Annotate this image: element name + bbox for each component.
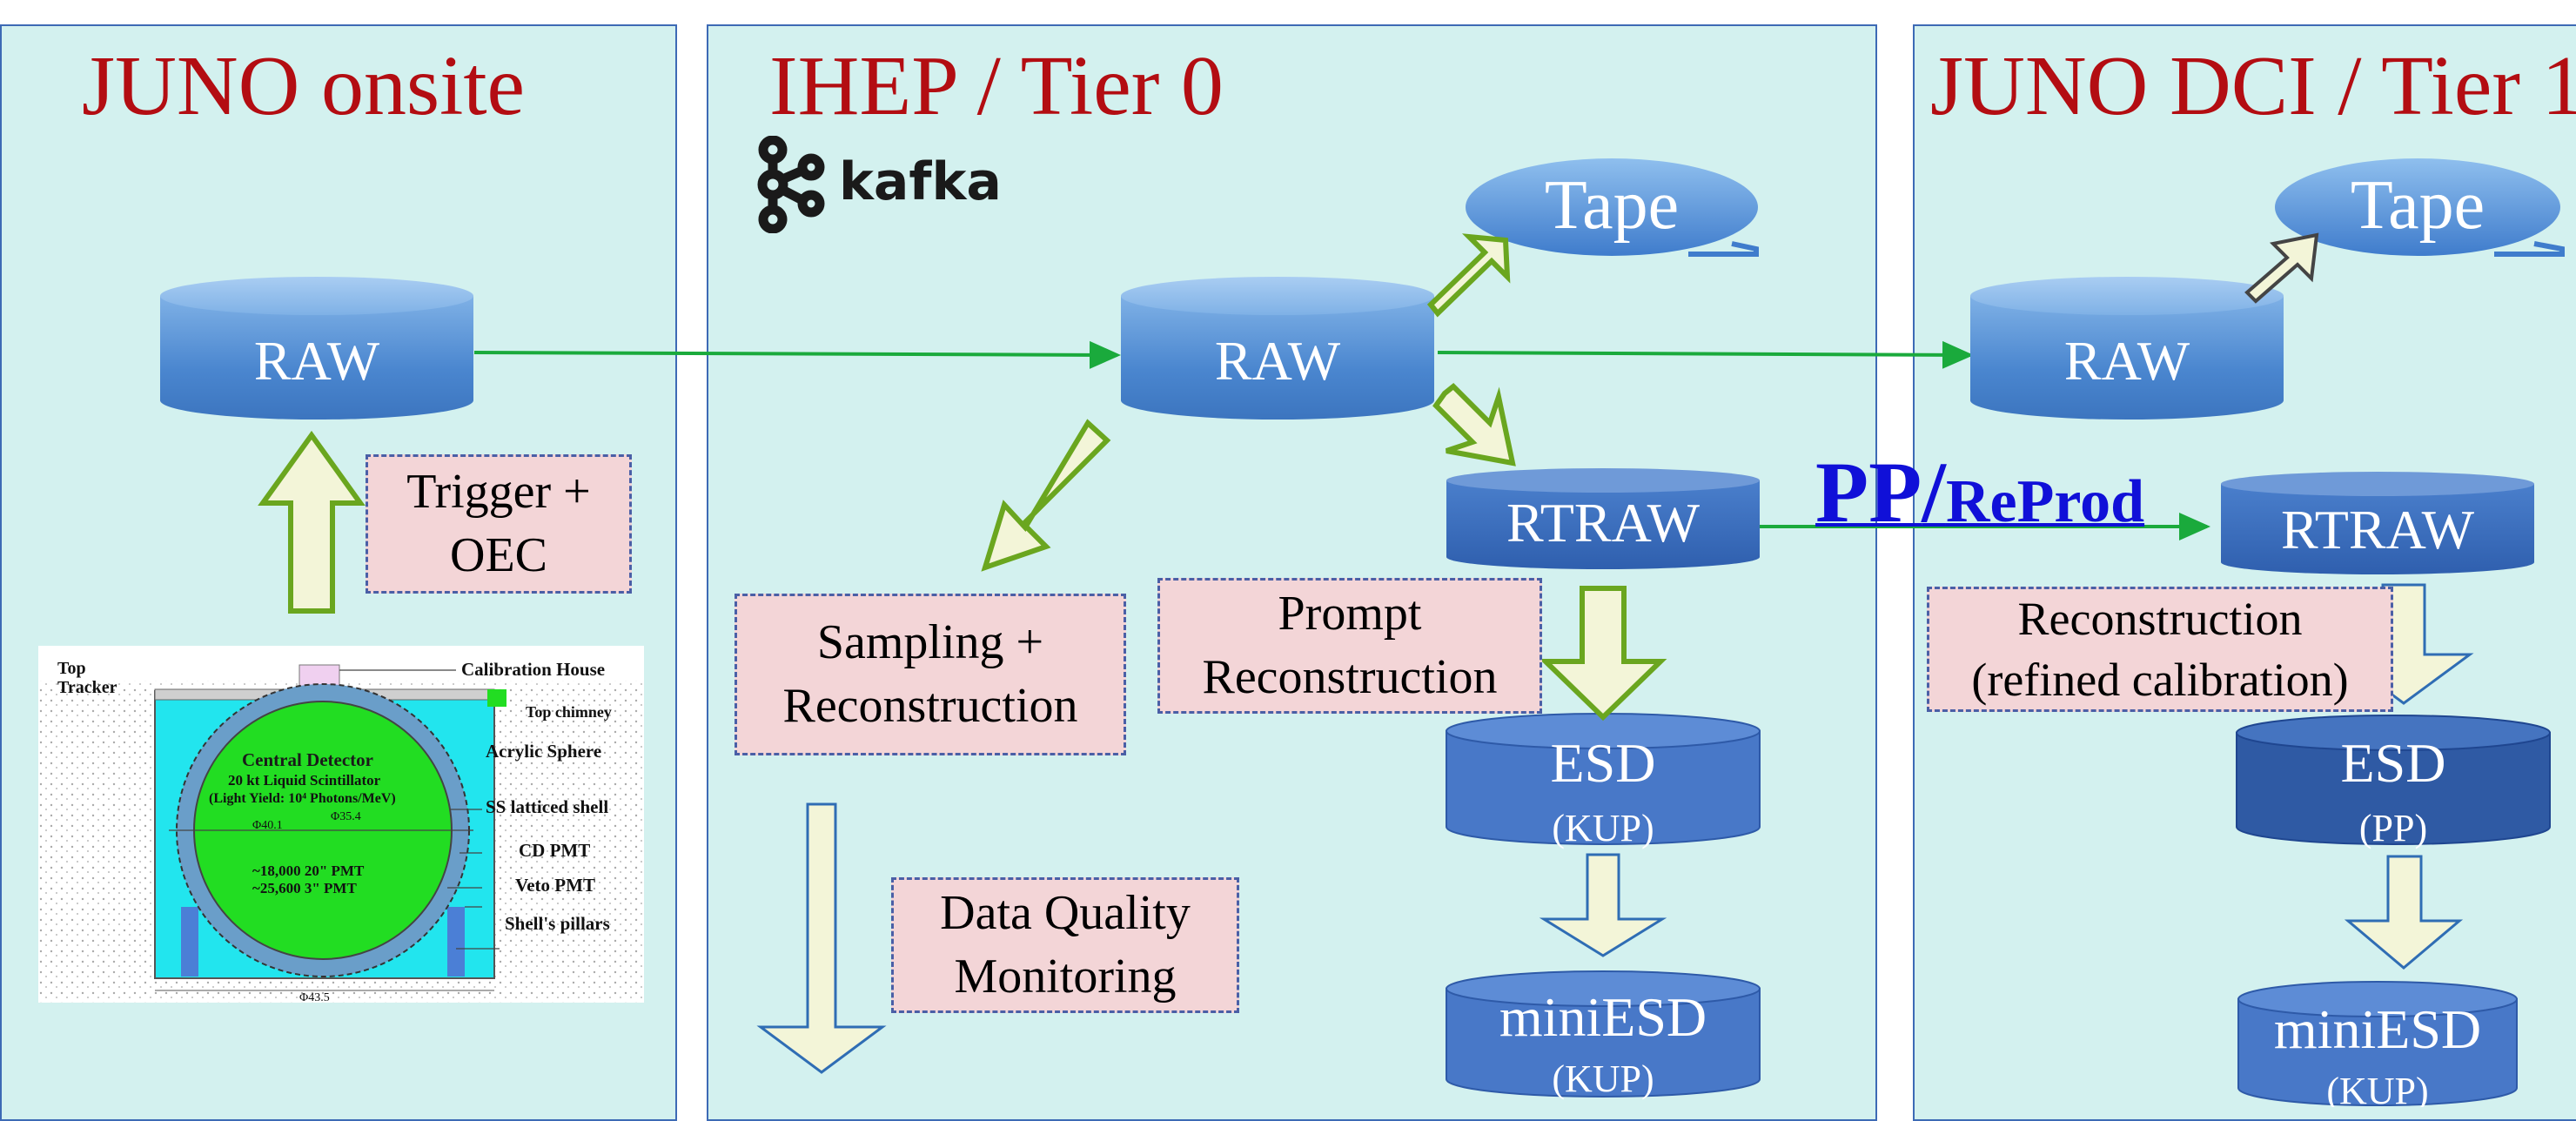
detector-ss-shell-label: SS latticed shell: [486, 796, 608, 817]
raw-cylinder-dci: [1970, 277, 2284, 420]
arrow-to-tape-dci: [2244, 232, 2319, 304]
rtraw-cylinder-dci: [2221, 472, 2534, 574]
tape-dci: [2275, 158, 2565, 257]
arrow-to-tape-ihep: [1426, 233, 1511, 318]
pp-reprod-label: PP/ReProd: [1815, 442, 2144, 542]
pp-text: PP: [1815, 444, 1922, 540]
rtraw-cylinder-ihep: [1446, 468, 1760, 569]
kafka-logo-text: kafka: [839, 151, 1002, 212]
rtraw-label-ihep: RTRAW: [1506, 492, 1701, 554]
detector-cd-pmt-label: CD PMT: [519, 840, 590, 861]
arrow-down-prompt: [1539, 586, 1667, 722]
pp-sep: /: [1922, 444, 1946, 540]
esd-sub-dci: (PP): [2359, 807, 2427, 849]
arrow-to-rtraw-ihep: [1432, 382, 1516, 467]
tape-label-dci: Tape: [2351, 167, 2485, 244]
refined-calibration-note: Reconstruction (refined calibration): [1927, 587, 2393, 712]
detector-acrylic-sphere-label: Acrylic Sphere: [486, 741, 601, 762]
miniesd-label-ihep: miniESD: [1499, 986, 1707, 1048]
detector-top-chimney-label: Top chimney: [526, 703, 612, 721]
miniesd-cylinder-ihep: [1446, 970, 1761, 1098]
miniesd-sub-dci: (KUP): [2326, 1070, 2428, 1107]
detector-light-yield-label: (Light Yield: 10⁴ Photons/MeV): [209, 791, 396, 806]
esd-cylinder-dci: [2236, 715, 2551, 845]
reprod-text: ReProd: [1945, 468, 2145, 535]
detector-pmt3-label: ~25,600 3" PMT: [252, 880, 357, 896]
tape-ihep: [1466, 158, 1759, 257]
juno-onsite-title: JUNO onsite: [82, 39, 526, 133]
miniesd-label-dci: miniESD: [2274, 998, 2481, 1060]
ihep-tier0-title: IHEP / Tier 0: [769, 39, 1224, 133]
juno-dci-title: JUNO DCI / Tier 1: [1930, 39, 2576, 133]
data-quality-monitoring-note: Data Quality Monitoring: [891, 877, 1239, 1013]
detector-pillars-label: Shell's pillars: [505, 913, 610, 934]
raw-cylinder-ihep: [1121, 277, 1434, 420]
detector-ls-label: 20 kt Liquid Scintillator: [228, 772, 381, 789]
detector-dim-inner-label: Φ40.1: [252, 819, 283, 832]
miniesd-cylinder-dci: [2237, 981, 2518, 1106]
esd-cylinder-ihep: [1446, 713, 1761, 845]
kafka-logo: kafka: [754, 135, 1002, 238]
detector-calibration-house-label: Calibration House: [461, 659, 605, 680]
arrow-down-dqm: [756, 802, 887, 1074]
rtraw-label-dci: RTRAW: [2281, 499, 2475, 560]
raw-label-onsite: RAW: [254, 330, 380, 392]
esd-sub-ihep: (KUP): [1552, 807, 1654, 849]
detector-dim-shell-label: Φ35.4: [331, 810, 361, 823]
raw-cylinder-onsite: [160, 277, 473, 420]
raw-label-dci: RAW: [2064, 330, 2190, 392]
arrow-down-miniesd-ihep: [1539, 853, 1667, 957]
trigger-oec-note: Trigger + OEC: [366, 454, 632, 594]
detector-pmt20-label: ~18,000 20" PMT: [252, 863, 365, 879]
prompt-reconstruction-note: Prompt Reconstruction: [1157, 578, 1542, 714]
arrow-down-miniesd-dci: [2344, 855, 2464, 970]
flow-line-ihep-to-dci: [1437, 340, 1974, 369]
detector-veto-pmt-label: Veto PMT: [515, 875, 595, 896]
sampling-reconstruction-note: Sampling + Reconstruction: [735, 594, 1126, 755]
detector-central-label: Central Detector: [242, 749, 373, 770]
arrow-up-trigger: [258, 430, 366, 614]
esd-label-ihep: ESD: [1551, 732, 1656, 794]
detector-dim-bottom-label: Φ43.5: [299, 991, 330, 1003]
miniesd-sub-ihep: (KUP): [1552, 1057, 1654, 1100]
raw-label-ihep: RAW: [1215, 330, 1341, 392]
arrow-diag-sampling: [981, 419, 1111, 572]
esd-label-dci: ESD: [2341, 732, 2446, 794]
flow-line-onsite-to-ihep: [473, 340, 1121, 369]
tape-label-ihep: Tape: [1545, 167, 1679, 244]
kafka-icon: [757, 135, 825, 234]
